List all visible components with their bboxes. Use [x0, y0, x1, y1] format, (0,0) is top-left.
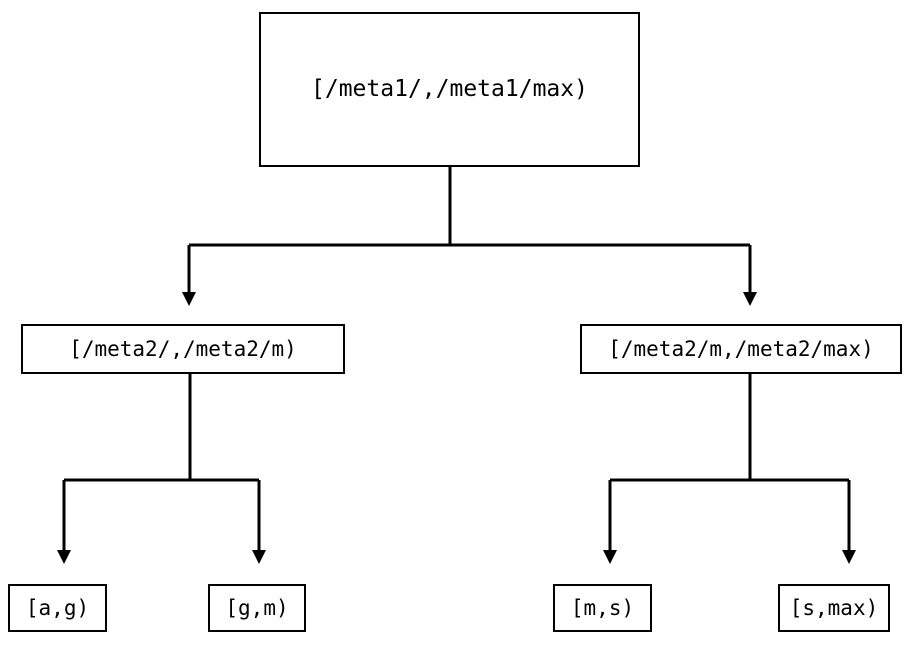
- node-root[interactable]: [/meta1/,/meta1/max): [259, 12, 640, 167]
- node-leaf-ag[interactable]: [a,g): [8, 584, 107, 632]
- node-leaf-ag-label: [a,g): [25, 595, 90, 620]
- node-mid-right[interactable]: [/meta2/m,/meta2/max): [580, 324, 902, 374]
- node-leaf-ms-label: [m,s): [570, 595, 635, 620]
- node-leaf-ms[interactable]: [m,s): [553, 584, 652, 632]
- node-leaf-gm-label: [g,m): [225, 595, 289, 620]
- node-mid-left[interactable]: [/meta2/,/meta2/m): [21, 324, 345, 374]
- arrowhead-to-mid-right: [743, 292, 757, 306]
- node-root-label: [/meta1/,/meta1/max): [311, 76, 588, 102]
- arrowhead-to-leaf-smax: [842, 550, 856, 564]
- arrowhead-to-leaf-gm: [252, 550, 266, 564]
- node-leaf-smax-label: [s,max): [789, 595, 879, 620]
- edge-root-to-mid: [182, 167, 757, 306]
- node-mid-right-label: [/meta2/m,/meta2/max): [608, 336, 874, 361]
- node-mid-left-label: [/meta2/,/meta2/m): [69, 336, 297, 361]
- arrowhead-to-leaf-ms: [603, 550, 617, 564]
- arrowhead-to-mid-left: [182, 292, 196, 306]
- node-leaf-smax[interactable]: [s,max): [778, 584, 890, 632]
- arrowhead-to-leaf-ag: [57, 550, 71, 564]
- edge-midleft-to-leaves: [57, 374, 266, 564]
- node-leaf-gm[interactable]: [g,m): [208, 584, 306, 632]
- edge-midright-to-leaves: [603, 374, 856, 564]
